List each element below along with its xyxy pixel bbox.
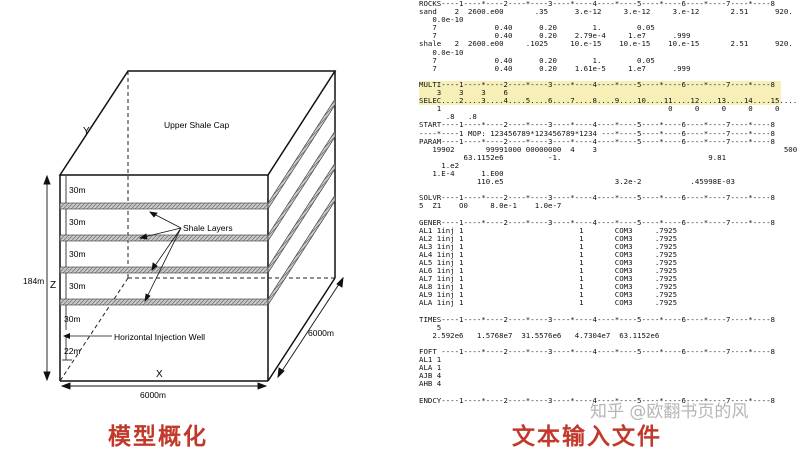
text-line: AL7 1inj 1 1 COM3 .7925 <box>419 274 678 284</box>
layer-thickness-label: 30m <box>69 217 86 227</box>
text-line: ----*----1 MOP: 123456789*123456789*1234… <box>419 128 775 138</box>
shale-layers <box>59 97 336 307</box>
text-line: AJB 4 <box>419 371 442 381</box>
shale-layer <box>59 298 269 306</box>
text-line: AL5 1inj 1 1 COM3 .7925 <box>419 258 678 267</box>
layer-thickness-label: 30m <box>69 185 86 195</box>
depth-arrow <box>277 276 344 379</box>
shale-layers-label: Shale Layers <box>183 223 233 233</box>
text-line: AL1 1inj 1 1 COM3 .7925 <box>419 225 678 235</box>
caption-model: 模型概化 <box>108 423 208 450</box>
caption-text-file: 文本输入文件 <box>512 423 662 450</box>
text-line: AL1 1 <box>419 355 442 365</box>
callout-arrows <box>138 211 182 303</box>
text-line: ENDCY----1----*----2----*----3----*----4… <box>419 395 775 405</box>
text-line: GENER----1----*----2----*----3----*----4… <box>419 217 775 227</box>
text-line: 1.E-4 1.E00 <box>419 168 504 178</box>
injection-well <box>63 333 112 339</box>
text-line: 2.592e6 1.5768e7 31.5576e6 4.7304e7 63.1… <box>419 330 660 340</box>
width-label: 6000m <box>140 390 166 400</box>
text-line: ROCKS----1----*----2----*----3----*----4… <box>419 0 775 8</box>
block-outline <box>58 70 337 382</box>
bottom-gap-label: 22m <box>64 346 81 356</box>
height-arrow <box>43 174 51 382</box>
text-line: 7 0.40 0.20 2.79e-4 1.e7 .999 <box>419 31 691 41</box>
text-line: 0.0e-10 <box>419 15 464 25</box>
shale-layer <box>59 266 269 274</box>
text-line: 5 <box>419 322 442 332</box>
shale-layer <box>59 202 269 210</box>
text-line: 0.0e-10 <box>419 47 464 57</box>
text-line: 19902 99991000 00000000 4 3 50000 <box>419 144 797 154</box>
watermark: 知乎 @欧翻书页的风 <box>590 402 749 422</box>
x-axis-label: X <box>156 369 163 380</box>
depth-label: 6000m <box>308 328 334 338</box>
z-axis-label: Z <box>50 280 56 291</box>
text-line: START----1----*----2----*----3----*----4… <box>419 120 775 130</box>
layer-dimensions <box>62 176 72 361</box>
text-line: PARAM----1----*----2----*----3----*----4… <box>419 136 775 146</box>
text-line: AL2 1inj 1 1 COM3 .7925 <box>419 233 678 243</box>
text-line: 5 Z1 O0 8.0e-1 1.0e-7 <box>419 201 562 211</box>
text-line: 1.e2 <box>419 160 460 170</box>
text-line: SELEC....2....3....4....5....6....7....8… <box>419 96 797 106</box>
top-label: Upper Shale Cap <box>164 120 229 130</box>
y-axis-label: Y <box>83 126 90 137</box>
well-label: Horizontal Injection Well <box>114 332 205 342</box>
text-line: shale 2 2600.e00 .1025 10.e-15 10.e-15 1… <box>419 39 793 49</box>
text-line: AHB 4 <box>419 379 442 389</box>
shale-layer <box>59 234 269 242</box>
layer-thickness-label: 30m <box>69 249 86 259</box>
text-line: AL9 1inj 1 1 COM3 .7925 <box>419 290 678 300</box>
text-line: 7 0.40 0.20 1. 0.05 <box>419 23 655 33</box>
text-line: FOFT ----1----*----2----*----3----*----4… <box>419 347 775 357</box>
text-line: 63.1152e6 -1. 9.81 <box>419 152 727 162</box>
text-line: SOLVR----1----*----2----*----3----*----4… <box>419 193 775 203</box>
text-line: TIMES----1----*----2----*----3----*----4… <box>419 314 775 324</box>
model-diagram: 30m 30m 30m 30m 30m 22m Horizontal Injec… <box>23 70 344 400</box>
text-line: 7 0.40 0.20 1. 0.05 <box>419 55 655 65</box>
text-line: 1 0 0 0 0 0 0 <box>419 104 797 114</box>
text-line: AL3 1inj 1 1 COM3 .7925 <box>419 241 678 251</box>
text-line: 110.e5 3.2e-2 .45998E-03 37. <box>419 177 797 187</box>
text-line: 7 0.40 0.20 1.61e-5 1.e7 .999 <box>419 63 691 73</box>
text-line: AL6 1inj 1 1 COM3 .7925 <box>419 266 678 276</box>
layer-thickness-label: 30m <box>69 281 86 291</box>
text-line: 3 3 3 6 <box>419 88 781 98</box>
text-line: AL8 1inj 1 1 COM3 .7925 <box>419 282 678 292</box>
text-line: ALA 1 <box>419 363 442 373</box>
text-line: MULTI----1----*----2----*----3----*----4… <box>419 80 781 90</box>
text-line: sand 2 2600.e00 .35 3.e-12 3.e-12 3.e-12… <box>419 7 793 17</box>
layer-thickness-label: 30m <box>64 314 81 324</box>
width-arrow <box>60 382 268 390</box>
text-input-file: ROCKS----1----*----2----*----3----*----4… <box>419 0 797 412</box>
text-line: ALA 1inj 1 1 COM3 .7925 <box>419 298 678 308</box>
text-line: AL4 1inj 1 1 COM3 .7925 <box>419 249 678 259</box>
text-line: .8 .8 <box>419 112 477 122</box>
height-label: 184m <box>23 276 44 286</box>
